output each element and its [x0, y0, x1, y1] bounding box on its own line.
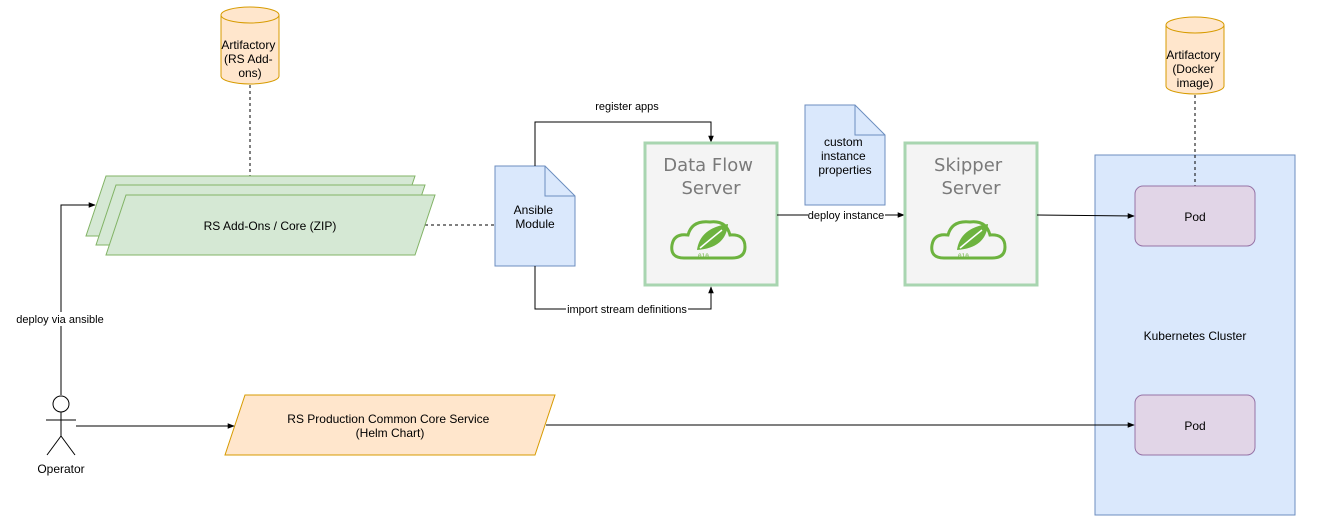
ansible-module: Ansible Module [494, 165, 576, 267]
svg-text:custom instance pr: custom instance properties [818, 135, 871, 177]
register-apps-edge [534, 121, 714, 166]
artifactory-docker-cylinder: Artifactory (Docker image) [1165, 16, 1225, 95]
pod-bottom [1134, 394, 1256, 456]
spring-cloud-icon: 010 [670, 220, 747, 260]
svg-text:010: 010 [958, 253, 969, 260]
custom-instance-properties: custom instance properties [804, 104, 886, 206]
svg-text:RS Production Common Core Serv: RS Production Common Core Service (Helm … [287, 412, 492, 440]
operator-actor [46, 395, 76, 456]
pod-bottom-label: Pod [1184, 419, 1205, 433]
rs-addons-stack: RS Add-Ons / Core (ZIP) [85, 175, 436, 256]
operator-label: Operator [37, 462, 84, 476]
kubernetes-cluster-label: Kubernetes Cluster [1144, 329, 1247, 343]
svg-text:Ansible Module: Ansible Module [514, 203, 557, 231]
deploy-ansible-edge [60, 202, 96, 395]
svg-text:Artifactory (Docker: Artifactory (Docker image) [1166, 48, 1223, 90]
deploy-ansible-label: deploy via ansible [16, 314, 103, 326]
pod-top [1134, 185, 1256, 247]
artifactory-addons-cylinder: Artifactory (RS Add- ons) [220, 6, 280, 85]
svg-text:Skipper Server: Skipper Server [934, 155, 1008, 199]
data-flow-server: Data Flow Server 010 [643, 141, 779, 287]
helm-chart: RS Production Common Core Service (Helm … [224, 394, 556, 456]
spring-cloud-icon: 010 [930, 220, 1007, 260]
svg-text:Data Flow Server: Data Flow Server [663, 155, 759, 199]
register-apps-label: register apps [595, 101, 659, 113]
svg-text:010: 010 [698, 253, 709, 260]
skipper-server: Skipper Server 010 [903, 141, 1039, 287]
svg-text:Artifactory (RS Add-: Artifactory (RS Add- ons) [221, 38, 278, 80]
deploy-instance-label: deploy instance [808, 210, 884, 222]
pod-top-label: Pod [1184, 210, 1205, 224]
import-stream-label: import stream definitions [567, 304, 687, 316]
rs-addons-label: RS Add-Ons / Core (ZIP) [204, 219, 337, 233]
skipper-pod-edge [1036, 213, 1135, 219]
